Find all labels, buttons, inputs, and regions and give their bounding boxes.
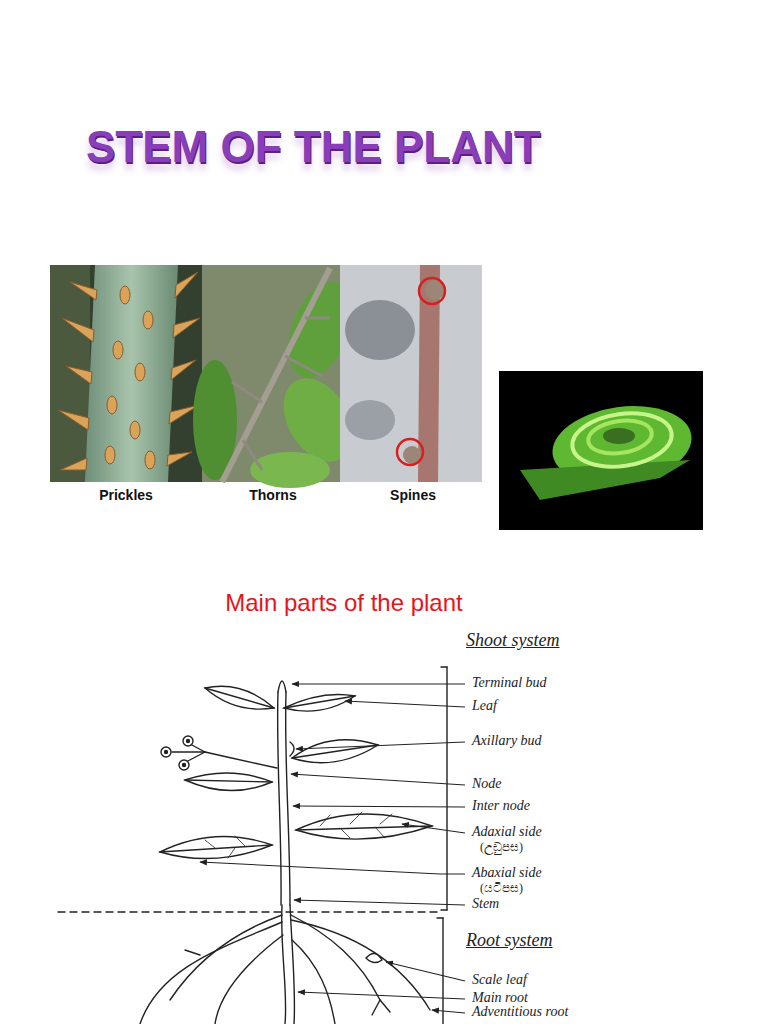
prickles-photo [50,265,202,482]
part-label: Terminal bud [472,675,547,691]
group-label: Shoot system [466,630,560,651]
plant-drawing [58,667,447,1024]
part-label-translation: (උඩුපස) [480,841,523,855]
rolled-leaf-photo [499,371,703,530]
section-heading: Main parts of the plant [225,589,462,617]
group-label: Root system [466,930,552,951]
part-label: Leaf [472,698,497,714]
part-label: Adaxial side [472,824,542,840]
part-label: Adventitious root [472,1004,568,1020]
spines-photo [340,265,482,482]
part-label: Node [472,776,502,792]
photo-caption: Prickles [99,487,153,503]
part-label: Inter node [472,798,530,814]
page-title: STEM OF THE PLANT [86,122,541,173]
photo-caption: Spines [390,487,436,503]
part-label: Stem [472,896,499,912]
part-label: Abaxial side [472,865,542,881]
part-label: Axillary bud [472,733,542,749]
part-label: Scale leaf [472,972,527,988]
leader-lines [200,684,465,1013]
part-label: Main root [472,990,528,1006]
part-label-translation: (යටිපස) [480,882,523,896]
photo-caption: Thorns [249,487,296,503]
